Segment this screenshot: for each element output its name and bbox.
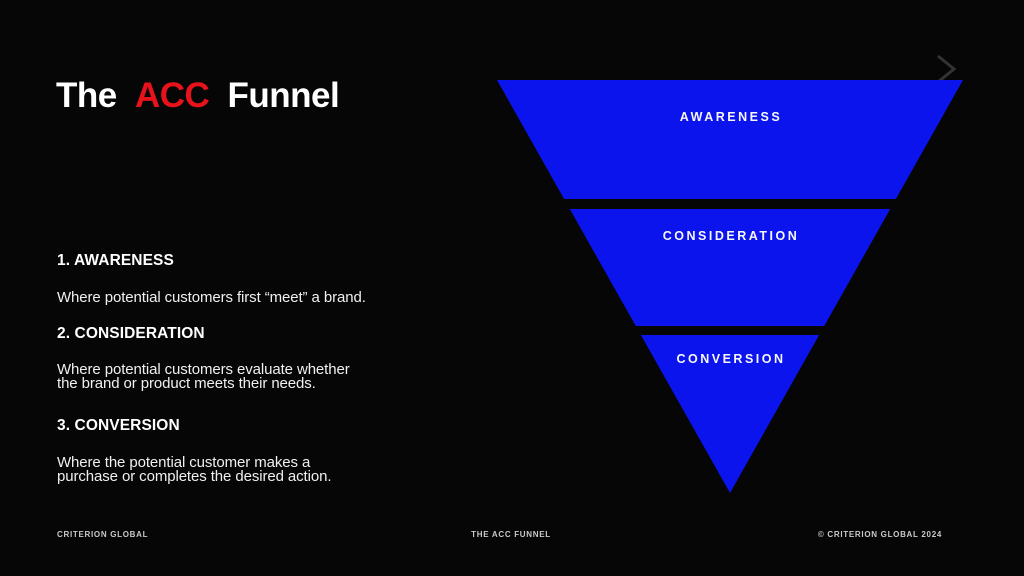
title-word-acc: ACC — [134, 76, 210, 115]
stage-heading-conversion: 3. CONVERSION — [57, 417, 180, 434]
funnel-diagram: AWARENESS CONSIDERATION CONVERSION — [497, 80, 963, 493]
stage-description-line: Where the potential customer makes a — [57, 454, 311, 471]
footer-slide-title: THE ACC FUNNEL — [471, 530, 551, 539]
next-arrow-icon[interactable] — [932, 50, 962, 88]
funnel-segment-awareness — [497, 80, 963, 199]
funnel-label-awareness: AWARENESS — [680, 110, 782, 124]
stage-heading-awareness: 1. AWARENESS — [57, 252, 174, 269]
page-title: The ACC Funnel — [56, 76, 340, 116]
footer-brand: CRITERION GLOBAL — [57, 530, 149, 539]
stage-description-conversion: Where the potential customer makes a pur… — [57, 454, 332, 485]
title-word-the: The — [56, 76, 117, 115]
stage-description-line: purchase or completes the desired action… — [57, 467, 332, 485]
stage-description-awareness: Where potential customers first “meet” a… — [57, 289, 366, 306]
funnel-segment-consideration — [569, 209, 891, 326]
stage-description-line: Where potential customers evaluate wheth… — [57, 361, 350, 378]
title-word-funnel: Funnel — [227, 76, 340, 115]
stage-description-consideration: Where potential customers evaluate wheth… — [57, 361, 350, 392]
stage-description-line: Where potential customers first “meet” a… — [57, 289, 366, 306]
funnel-label-consideration: CONSIDERATION — [663, 229, 799, 243]
funnel-label-conversion: CONVERSION — [676, 352, 785, 366]
funnel-segment-conversion — [640, 335, 820, 493]
footer-copyright: © CRITERION GLOBAL 2024 — [817, 530, 942, 539]
stage-description-line: the brand or product meets their needs. — [57, 374, 316, 392]
stage-heading-consideration: 2. CONSIDERATION — [57, 325, 205, 342]
